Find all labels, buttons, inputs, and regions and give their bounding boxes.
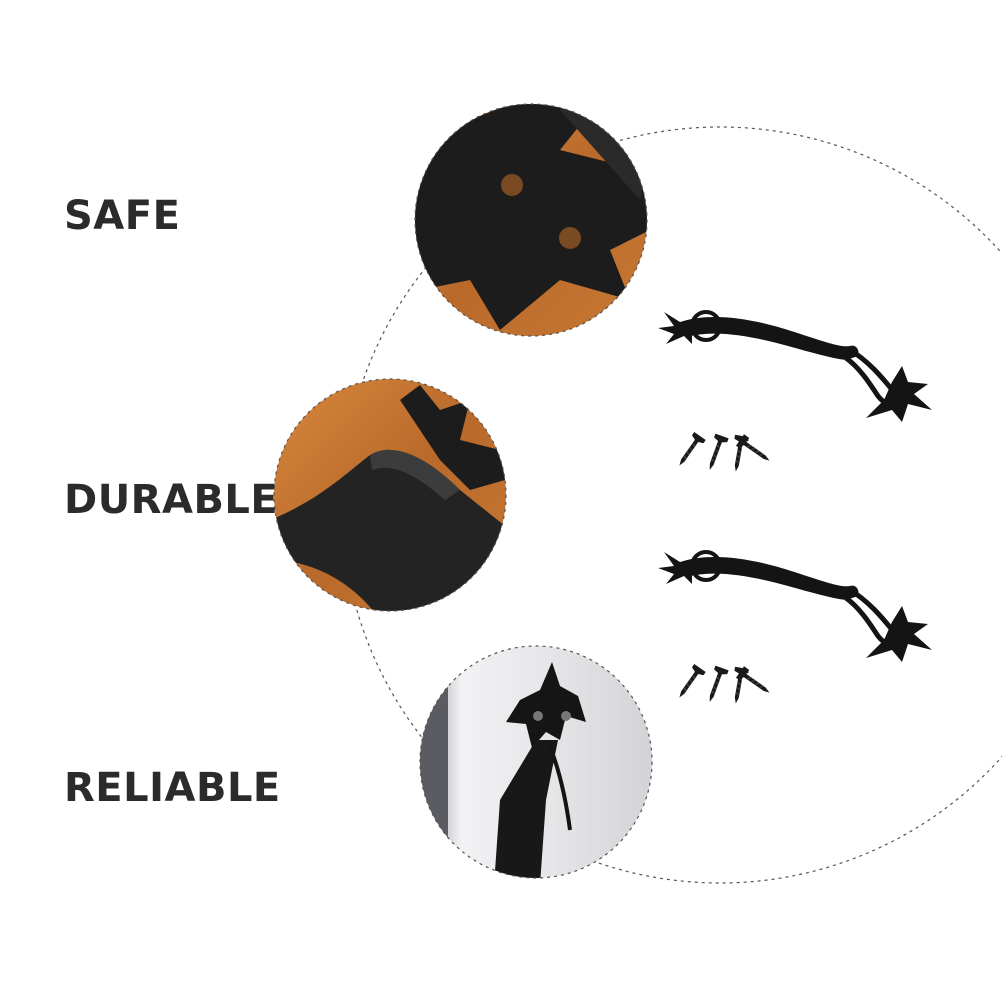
door-handle-product-2 bbox=[658, 552, 932, 662]
feature-label-reliable: RELIABLE bbox=[64, 765, 281, 811]
feature-label-durable: DURABLE bbox=[64, 477, 279, 523]
reliable-closeup-image bbox=[420, 646, 652, 878]
durable-closeup-image bbox=[274, 379, 506, 611]
safe-closeup-image bbox=[415, 104, 647, 336]
dashed-guide-circle bbox=[341, 126, 1002, 884]
screw-set-1 bbox=[673, 431, 775, 474]
screw-set-2 bbox=[673, 663, 775, 706]
door-handle-product-1 bbox=[658, 312, 932, 422]
feature-label-safe: SAFE bbox=[64, 193, 181, 239]
